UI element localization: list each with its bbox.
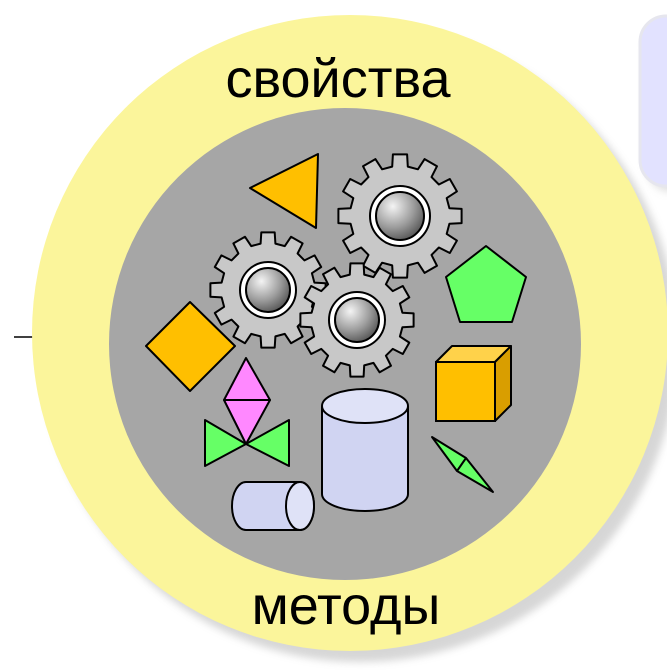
cylinder-icon	[231, 481, 315, 531]
callout-box	[638, 14, 667, 192]
gear-icon	[337, 153, 463, 279]
cylinder-icon	[321, 388, 409, 512]
gear-hole	[375, 191, 425, 241]
gear-icon	[299, 262, 415, 378]
triangle-icon	[249, 153, 319, 229]
rhombus-icon	[431, 436, 494, 493]
methods-label: методы	[252, 576, 441, 636]
gear-icon	[209, 231, 327, 349]
gear-hole	[334, 297, 380, 343]
properties-label: свойства	[225, 49, 451, 109]
pentagon-icon	[445, 245, 527, 323]
cube-icon	[435, 345, 512, 422]
gear-hole	[245, 267, 291, 313]
bowtie-icon	[204, 357, 290, 467]
diamond-icon	[145, 301, 236, 392]
